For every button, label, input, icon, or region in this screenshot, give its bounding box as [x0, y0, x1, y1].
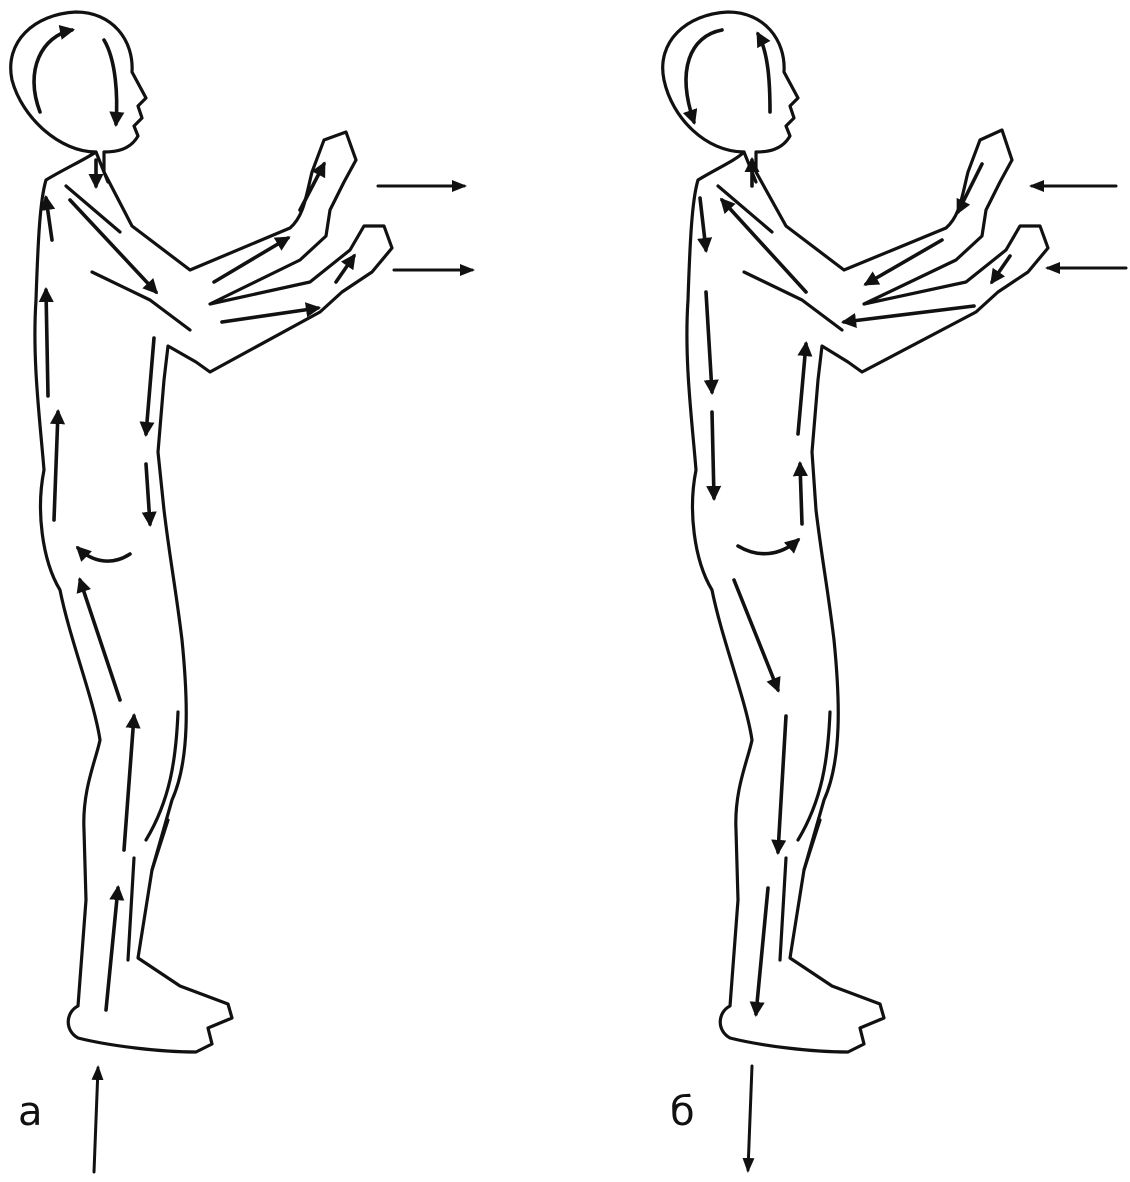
figure-b-outline [663, 12, 1048, 1052]
figure-a [11, 12, 472, 1172]
figure-a-outline [11, 12, 392, 1052]
figure-b [663, 12, 1126, 1170]
figure-a-flow-arrows [34, 30, 354, 1010]
figure-a-label: а [18, 1092, 43, 1132]
figure-b-label: б [670, 1092, 695, 1132]
figure-b-flow-arrows [686, 30, 1010, 1014]
